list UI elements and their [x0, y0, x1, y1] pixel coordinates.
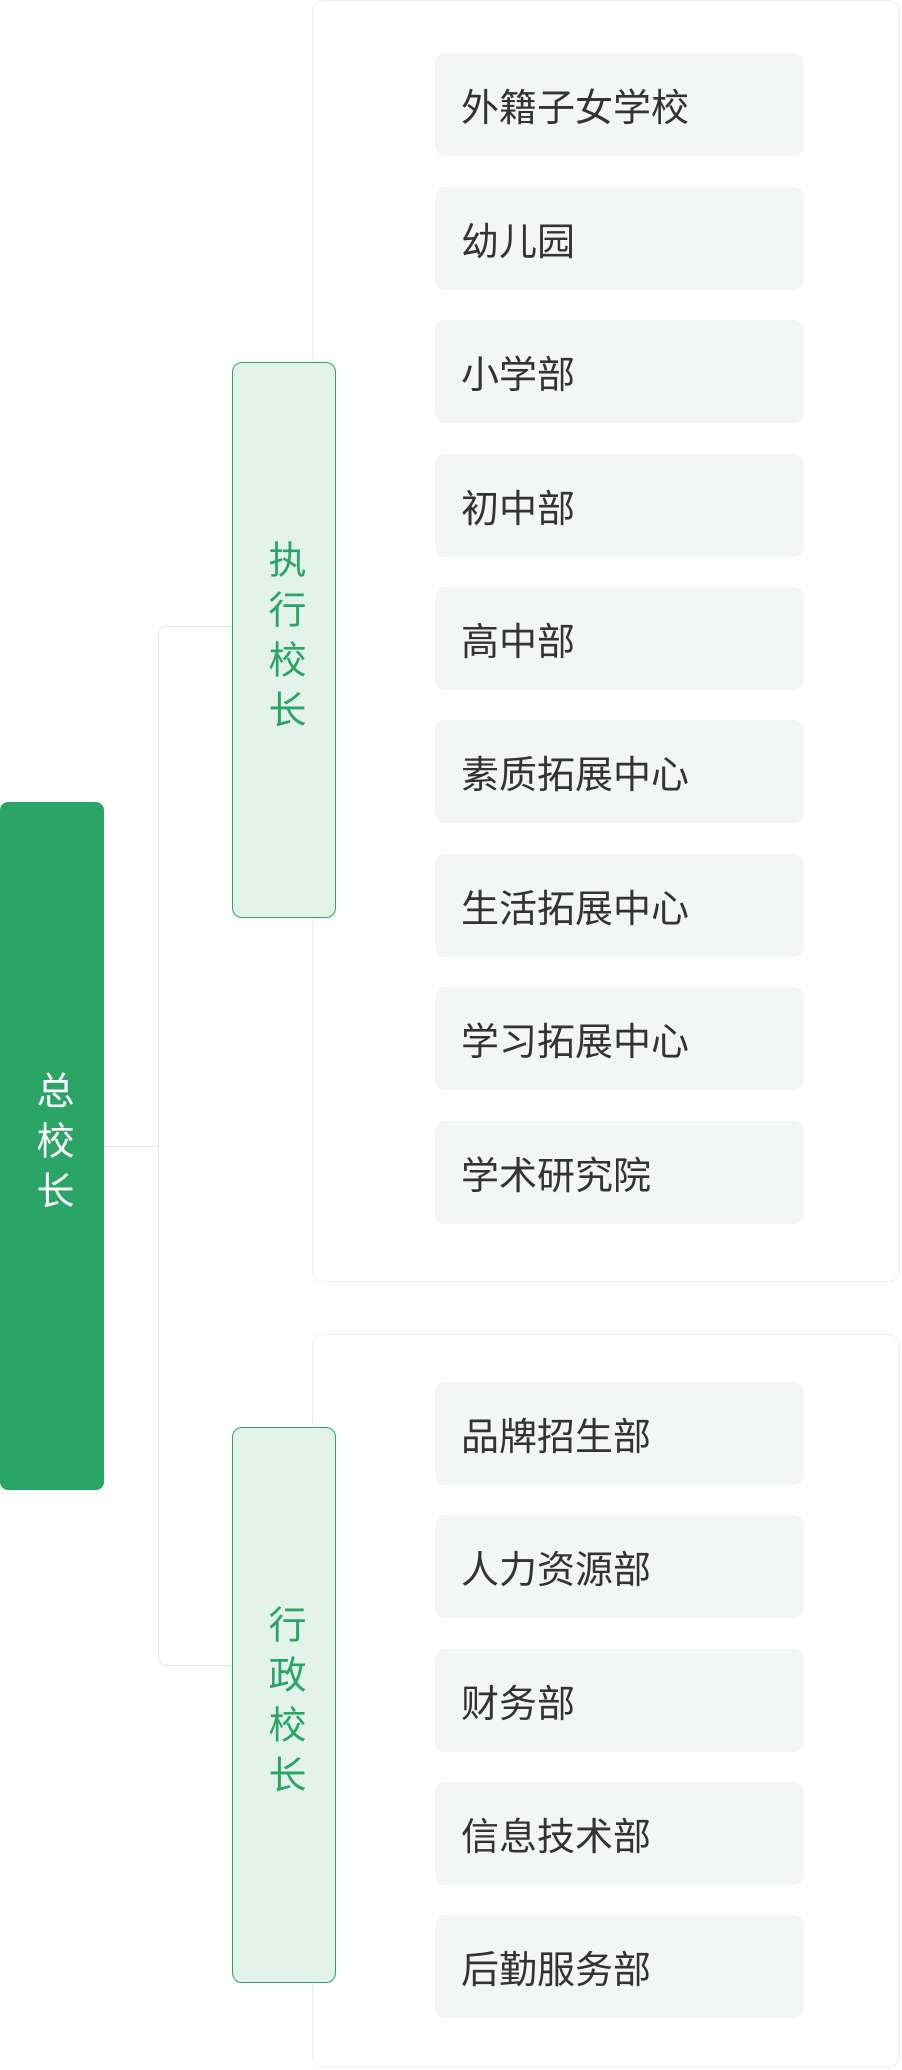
root-node-principal: 总校长 — [0, 802, 104, 1490]
leaf-node: 财务部 — [435, 1649, 804, 1752]
leaf-node: 初中部 — [435, 454, 804, 557]
branch-node-label: 执行校长 — [262, 540, 306, 740]
leaf-node: 外籍子女学校 — [435, 53, 804, 156]
leaf-node: 小学部 — [435, 320, 804, 423]
leaf-node: 后勤服务部 — [435, 1915, 804, 2018]
root-connector-line — [104, 1146, 158, 1147]
branch-node-administrative-principal: 行政校长 — [232, 1427, 336, 1983]
leaf-node: 素质拓展中心 — [435, 720, 804, 823]
leaf-node: 人力资源部 — [435, 1515, 804, 1618]
leaf-node: 学术研究院 — [435, 1121, 804, 1224]
leaf-node: 幼儿园 — [435, 187, 804, 290]
branch-node-executive-principal: 执行校长 — [232, 362, 336, 918]
leaf-node: 学习拓展中心 — [435, 987, 804, 1090]
leaf-node: 品牌招生部 — [435, 1382, 804, 1485]
root-node-label: 总校长 — [30, 1071, 74, 1221]
branch-node-label: 行政校长 — [262, 1605, 306, 1805]
leaf-node: 生活拓展中心 — [435, 854, 804, 957]
leaf-node: 信息技术部 — [435, 1782, 804, 1885]
leaf-node: 高中部 — [435, 587, 804, 690]
branch-bracket-connector — [158, 626, 233, 1666]
